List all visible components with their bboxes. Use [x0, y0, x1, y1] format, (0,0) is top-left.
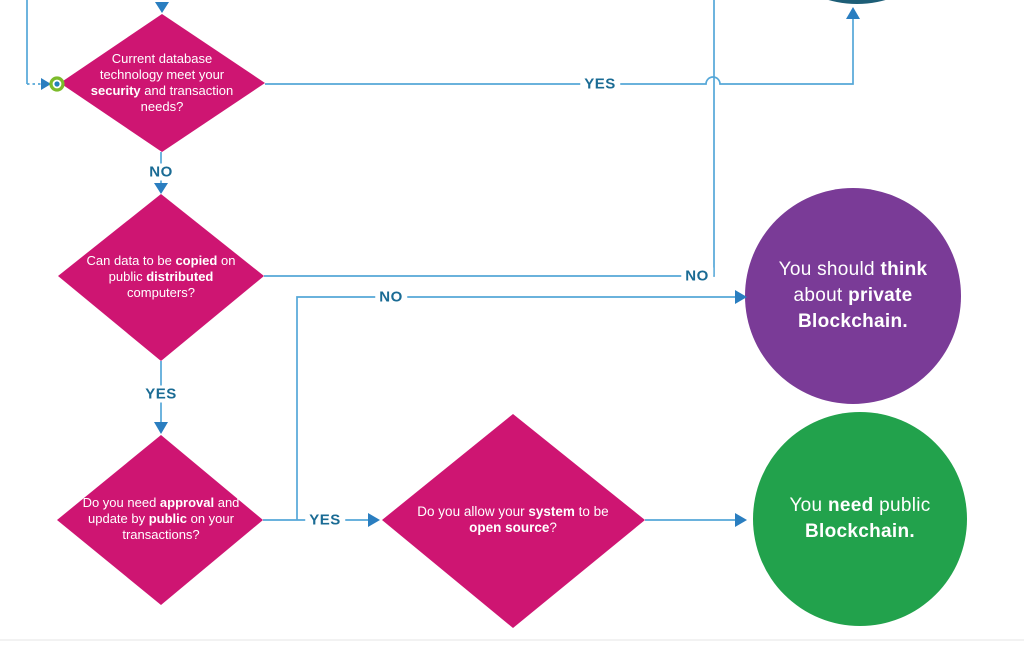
opensource-diamond [382, 414, 645, 628]
connection-point-marker-icon [49, 76, 65, 92]
label-security-yes: YES [580, 75, 620, 93]
arrow-into-offscreen-icon [846, 7, 860, 19]
label-security-no: NO [145, 163, 177, 181]
offscreen-result-circle [828, 0, 886, 4]
arrow-into-opensource-icon [368, 513, 380, 527]
arrow-into-private-icon [735, 290, 747, 304]
arrow-into-copied-icon [154, 183, 168, 194]
arrow-entry-icon [41, 78, 51, 90]
edge-security-yes [265, 18, 854, 85]
security-diamond [60, 14, 265, 152]
arrowheads [41, 2, 860, 527]
label-approval-no: NO [375, 288, 407, 306]
edge-approval-no [296, 296, 735, 520]
arrow-into-approval-icon [154, 422, 168, 434]
edge-copied-no [264, 0, 715, 277]
private-blockchain-circle [745, 188, 961, 404]
approval-diamond [57, 435, 263, 605]
public-blockchain-circle [753, 412, 967, 626]
arrow-into-security-icon [155, 2, 169, 13]
arrow-into-public-icon [735, 513, 747, 527]
label-copied-no: NO [681, 267, 713, 285]
label-copied-yes: YES [141, 385, 181, 403]
copied-diamond [58, 194, 264, 361]
label-approval-yes: YES [305, 511, 345, 529]
